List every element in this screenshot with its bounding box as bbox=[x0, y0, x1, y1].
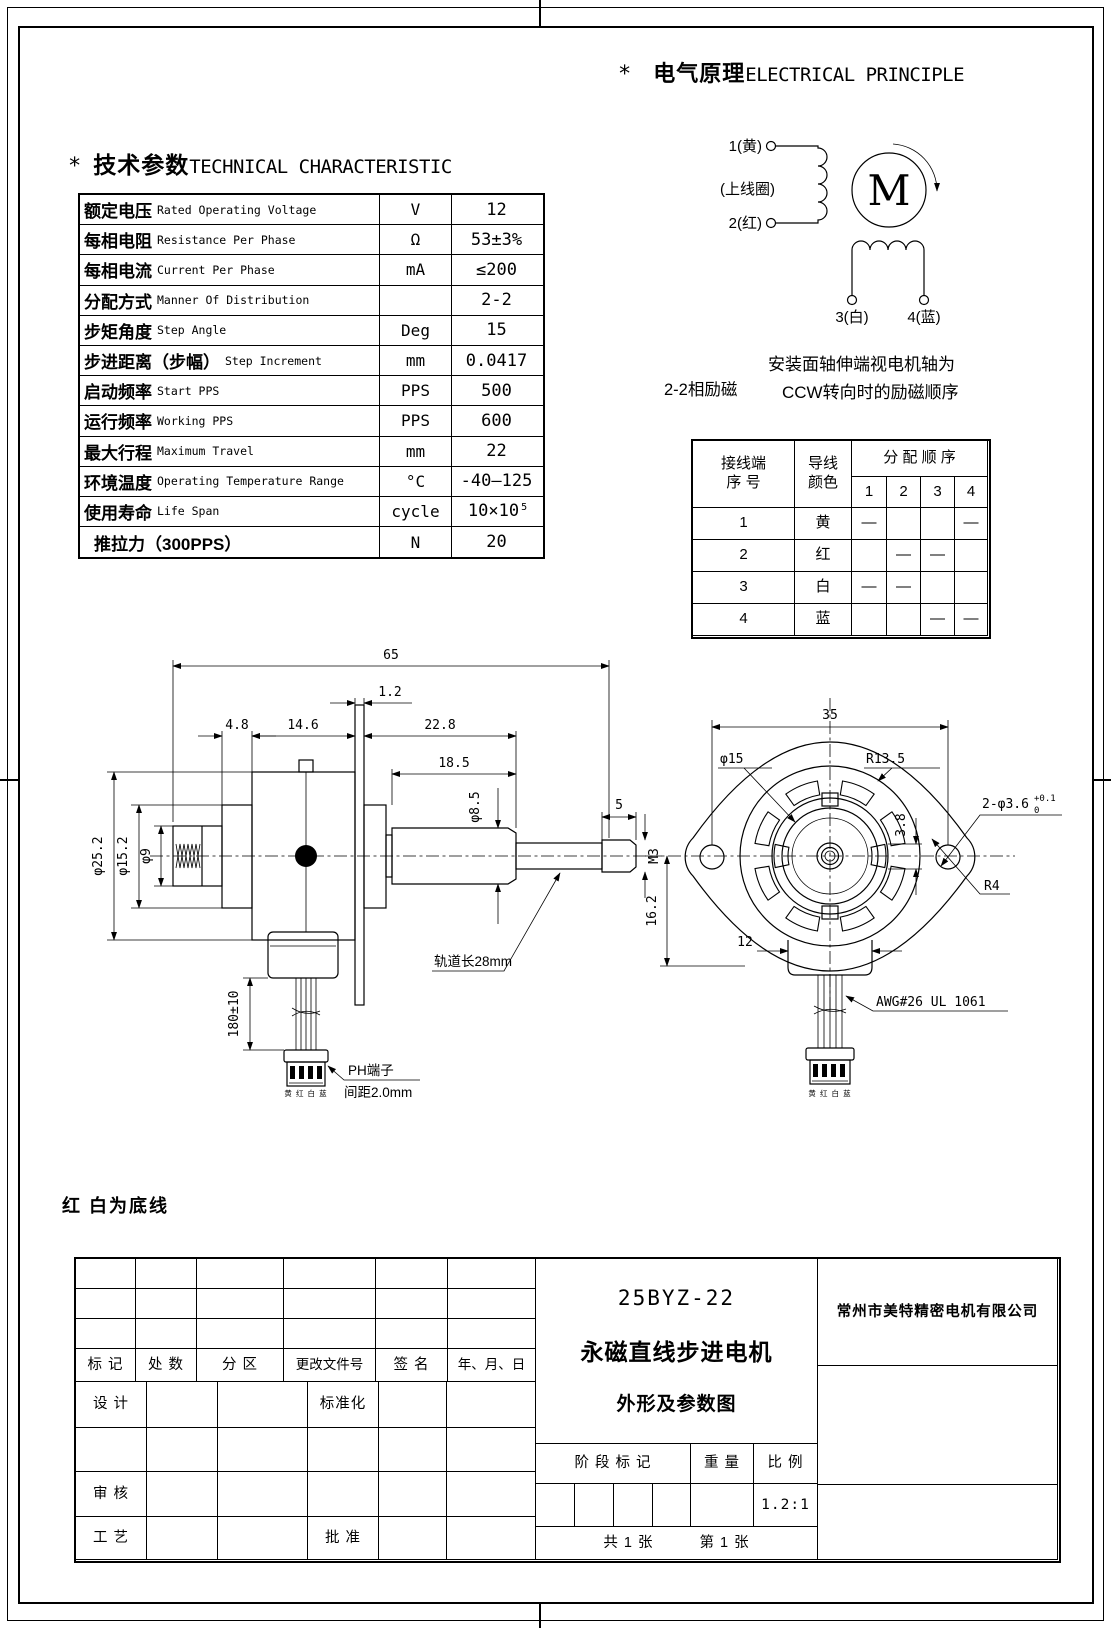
param-name: 最大行程 bbox=[84, 443, 152, 463]
param-value: 53±3% bbox=[470, 229, 523, 250]
param-value: 20 bbox=[486, 532, 507, 553]
param-name: 推拉力（300PPS） bbox=[94, 534, 242, 554]
header-wire-color: 导线颜色 bbox=[794, 440, 852, 508]
param-unit: mm bbox=[380, 345, 452, 376]
param-name-en: Current Per Phase bbox=[157, 262, 275, 277]
table-row: 步进距离（步幅） Step Increment mm 0.0417 bbox=[80, 345, 543, 377]
param-unit: PPS bbox=[380, 406, 452, 436]
param-name: 每相电阻 bbox=[84, 232, 152, 252]
wire-common-note: 红 白为底线 bbox=[62, 1196, 170, 1216]
param-name-en: Life Span bbox=[157, 504, 220, 519]
param-name: 环境温度 bbox=[84, 473, 152, 493]
param-value: 600 bbox=[481, 410, 512, 431]
tech-characteristic-table: 额定电压 Rated Operating Voltage V 12 每相电阻 Resis… bbox=[78, 193, 545, 560]
param-name: 使用寿命 bbox=[84, 503, 152, 523]
param-unit: Deg bbox=[380, 315, 452, 345]
param-name: 运行频率 bbox=[84, 413, 152, 433]
param-unit bbox=[380, 285, 452, 315]
sheet-total: 共 1 张 bbox=[603, 1534, 654, 1551]
param-unit: mm bbox=[380, 436, 452, 466]
centering-mark-left bbox=[0, 779, 18, 781]
table-row: 环境温度 Operating Temperature Range °C -40—125 bbox=[80, 466, 543, 497]
param-value: -40—125 bbox=[460, 471, 533, 492]
product-name: 永磁直线步进电机 bbox=[580, 1338, 773, 1365]
param-name-en: Start PPS bbox=[157, 383, 220, 398]
param-unit: Ω bbox=[380, 225, 452, 255]
asterisk: * bbox=[618, 62, 632, 87]
param-name-en: Rated Operating Voltage bbox=[157, 202, 317, 217]
param-value: 2-2 bbox=[481, 290, 512, 311]
table-row: 启动频率 Start PPS PPS 500 bbox=[80, 376, 543, 407]
elec-heading-en: ELECTRICAL PRINCIPLE bbox=[745, 64, 965, 86]
sheet-number: 第 1 张 bbox=[699, 1534, 750, 1551]
param-value: 0.0417 bbox=[465, 350, 528, 371]
product-title-cell: 25BYZ-22 永磁直线步进电机 外形及参数图 bbox=[535, 1258, 818, 1444]
param-name-en: Operating Temperature Range bbox=[157, 474, 344, 489]
excitation-note-line2: CCW转向时的励磁顺序 bbox=[782, 383, 959, 402]
table-row: 每相电阻 Resistance Per Phase Ω 53±3% bbox=[80, 225, 543, 256]
param-value: 500 bbox=[481, 380, 512, 401]
param-value: ≤200 bbox=[476, 259, 517, 280]
mark-cell: — bbox=[954, 603, 988, 636]
product-model: 25BYZ-22 bbox=[617, 1286, 736, 1311]
electrical-principle-heading: * 电气原理 ELECTRICAL PRINCIPLE bbox=[618, 56, 965, 88]
param-value-sup: 5 bbox=[521, 501, 528, 513]
param-name-en: Resistance Per Phase bbox=[157, 232, 296, 247]
param-value: 15 bbox=[486, 320, 507, 341]
param-name: 步进距离（步幅） bbox=[84, 353, 220, 373]
param-value: 22 bbox=[486, 441, 507, 462]
param-name: 每相电流 bbox=[84, 262, 152, 282]
param-name-en: Step Increment bbox=[225, 353, 322, 368]
tech-heading-en: TECHNICAL CHARACTERISTIC bbox=[189, 156, 452, 178]
table-row: 运行频率 Working PPS PPS 600 bbox=[80, 406, 543, 437]
param-name: 步矩角度 bbox=[84, 322, 152, 342]
param-name-en: Manner Of Distribution bbox=[157, 293, 310, 308]
drawing-name: 外形及参数图 bbox=[616, 1393, 737, 1415]
title-block: 标 记 处 数 分 区 更改文件号 签 名 年、月、日 设 计 标准化 审 核 … bbox=[74, 1257, 1061, 1563]
param-unit: V bbox=[380, 195, 452, 225]
excitation-mode-note: 2-2相励磁 bbox=[664, 381, 738, 399]
table-row: 推拉力（300PPS） N 20 bbox=[80, 527, 543, 558]
elec-heading-cn: 电气原理 bbox=[653, 61, 746, 86]
param-name: 启动频率 bbox=[84, 383, 152, 403]
tech-characteristic-heading: * 技术参数 TECHNICAL CHARACTERISTIC bbox=[68, 146, 452, 180]
param-unit: cycle bbox=[380, 496, 452, 527]
centering-mark-right bbox=[1093, 779, 1111, 781]
param-unit: °C bbox=[380, 466, 452, 496]
param-unit: mA bbox=[380, 255, 452, 285]
table-row: 每相电流 Current Per Phase mA ≤200 bbox=[80, 255, 543, 286]
param-name: 分配方式 bbox=[84, 292, 152, 312]
param-name-en: Working PPS bbox=[157, 413, 234, 428]
centering-mark-bottom bbox=[539, 1602, 541, 1628]
extra-cell bbox=[817, 1484, 1058, 1560]
inner-border bbox=[18, 26, 1094, 1604]
param-name: 额定电压 bbox=[84, 202, 152, 222]
title-block-outline bbox=[74, 1257, 1061, 1563]
excitation-sequence-table: 接线端序 号 导线颜色 分 配 顺 序 1 2 3 4 1 黄 — — 2 红 … bbox=[691, 439, 991, 639]
excitation-note-line1: 安装面轴伸端视电机轴为 bbox=[768, 355, 955, 374]
table-row: 额定电压 Rated Operating Voltage V 12 bbox=[80, 195, 543, 226]
table-row: 步矩角度 Step Angle Deg 15 bbox=[80, 315, 543, 346]
outer-border bbox=[7, 7, 1104, 1621]
centering-mark-top bbox=[539, 0, 541, 26]
tech-heading-cn: 技术参数 bbox=[93, 152, 190, 178]
sheet-info-cell: 共 1 张 第 1 张 bbox=[535, 1526, 818, 1560]
param-value: 10×10 bbox=[467, 501, 520, 522]
table-outline bbox=[691, 439, 991, 639]
param-unit: N bbox=[380, 527, 452, 558]
param-name-en: Step Angle bbox=[157, 323, 227, 338]
table-row: 最大行程 Maximum Travel mm 22 bbox=[80, 436, 543, 467]
param-value: 12 bbox=[486, 199, 507, 220]
table-row: 分配方式 Manner Of Distribution 2-2 bbox=[80, 285, 543, 316]
param-name-en: Maximum Travel bbox=[157, 444, 254, 459]
asterisk: * bbox=[68, 154, 82, 179]
param-unit: PPS bbox=[380, 376, 452, 406]
